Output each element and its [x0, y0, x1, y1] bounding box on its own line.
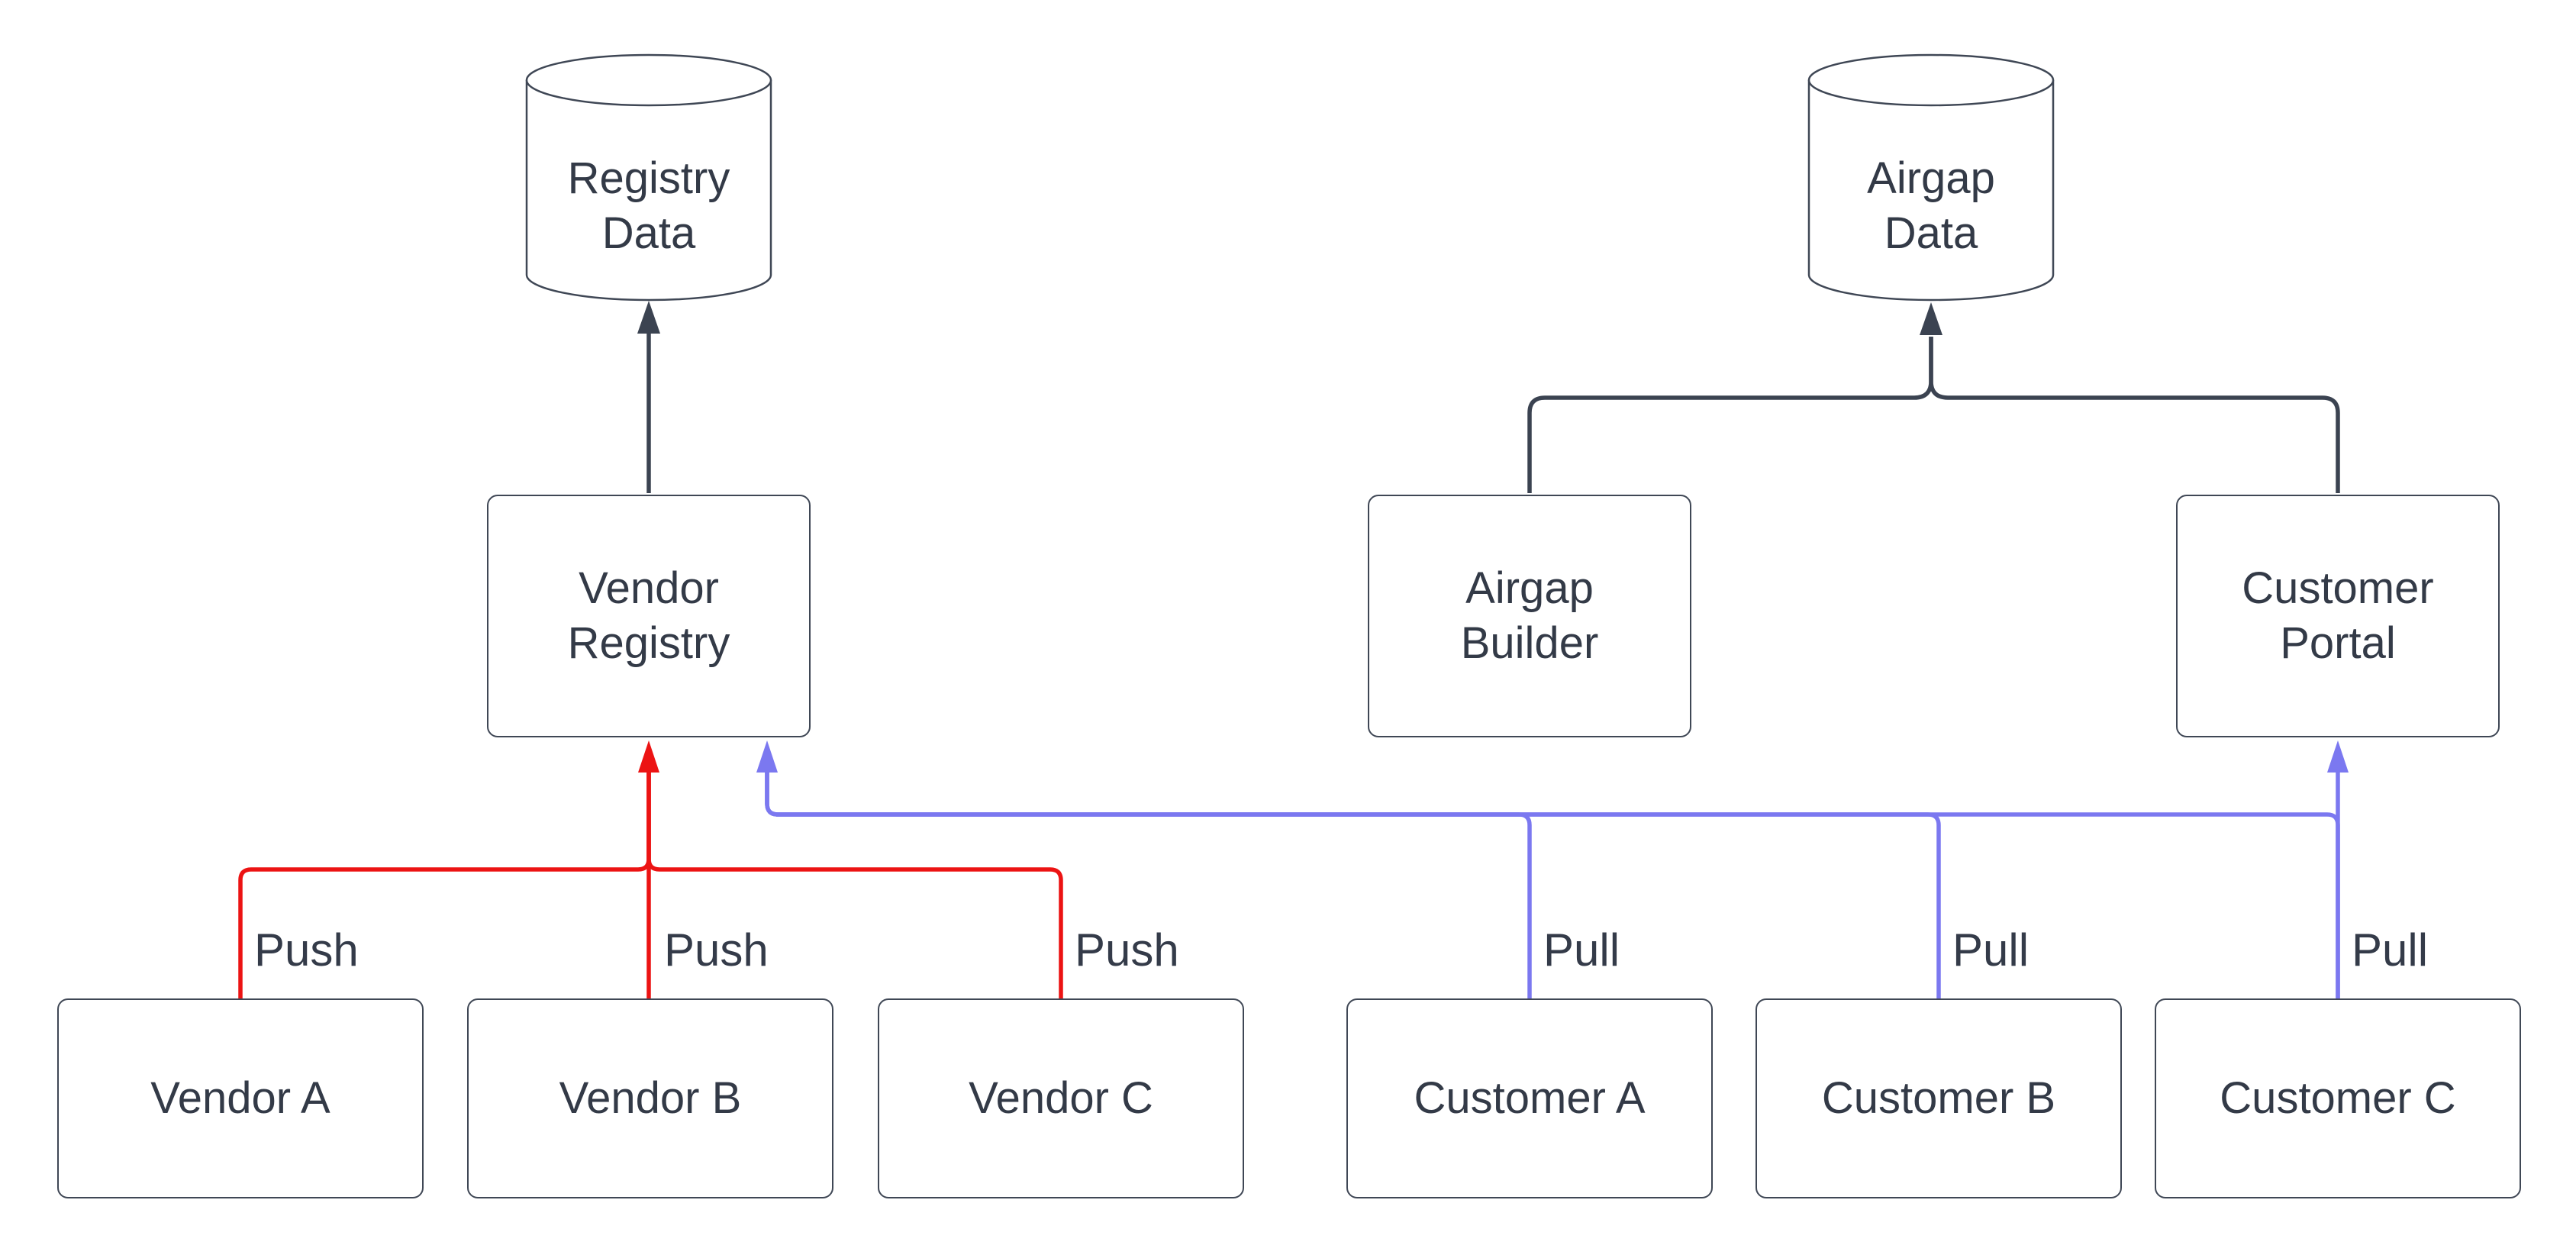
- customer-portal-line2: Portal: [2280, 618, 2396, 668]
- customer-portal-line1: Customer: [2242, 563, 2434, 613]
- edge-label-pull-customer-b: Pull: [1952, 924, 2030, 976]
- vendor-a-label: Vendor A: [150, 1073, 330, 1123]
- edge-airgap-builder-to-airgap-data: [1527, 337, 1933, 493]
- airgap-data-line2: Data: [1884, 208, 1978, 258]
- node-customer-c: Customer C: [2155, 998, 2521, 1198]
- edge-vendor-c-push: [646, 773, 1063, 998]
- vendor-b-label: Vendor B: [559, 1073, 742, 1123]
- arrowhead-registry-data: [637, 301, 660, 334]
- arrowhead-pull-vendor-registry: [756, 740, 778, 773]
- registry-data-line1: Registry: [567, 153, 730, 203]
- airgap-builder-line1: Airgap: [1465, 563, 1594, 613]
- registry-data-line2: Data: [601, 208, 696, 258]
- airgap-builder-line2: Builder: [1460, 618, 1599, 668]
- airgap-data-line1: Airgap: [1867, 153, 1995, 203]
- registry-data-cylinder: [525, 53, 772, 302]
- customer-c-label: Customer C: [2220, 1073, 2456, 1123]
- arrowhead-airgap-data: [1920, 302, 1942, 335]
- node-vendor-a: Vendor A: [57, 998, 424, 1198]
- vendor-registry-line1: Vendor: [579, 563, 719, 613]
- vendor-c-label: Vendor C: [969, 1073, 1153, 1123]
- airgap-data-cylinder: [1807, 53, 2055, 302]
- node-airgap-builder: Airgap Builder: [1368, 495, 1691, 737]
- vendor-registry-line2: Registry: [567, 618, 730, 668]
- edge-customer-portal-to-airgap-data: [1929, 337, 2340, 493]
- node-vendor-c: Vendor C: [878, 998, 1244, 1198]
- edge-label-push-vendor-b: Push: [664, 924, 769, 976]
- edge-label-push-vendor-c: Push: [1075, 924, 1179, 976]
- registry-data-label: Registry Data: [527, 130, 771, 282]
- edge-label-pull-customer-a: Pull: [1543, 924, 1620, 976]
- edge-customer-b-pull: [765, 773, 1941, 998]
- arrowhead-customer-portal: [2327, 740, 2349, 773]
- node-customer-a: Customer A: [1346, 998, 1713, 1198]
- customer-b-label: Customer B: [1821, 1073, 2056, 1123]
- arrowhead-push-vendor-registry: [638, 740, 659, 773]
- node-vendor-b: Vendor B: [467, 998, 833, 1198]
- edge-label-pull-customer-c: Pull: [2352, 924, 2429, 976]
- customer-a-label: Customer A: [1414, 1073, 1646, 1123]
- node-customer-b: Customer B: [1755, 998, 2122, 1198]
- airgap-data-label: Airgap Data: [1809, 130, 2053, 282]
- node-vendor-registry: Vendor Registry: [487, 495, 811, 737]
- edge-label-push-vendor-a: Push: [254, 924, 359, 976]
- node-customer-portal: Customer Portal: [2176, 495, 2500, 737]
